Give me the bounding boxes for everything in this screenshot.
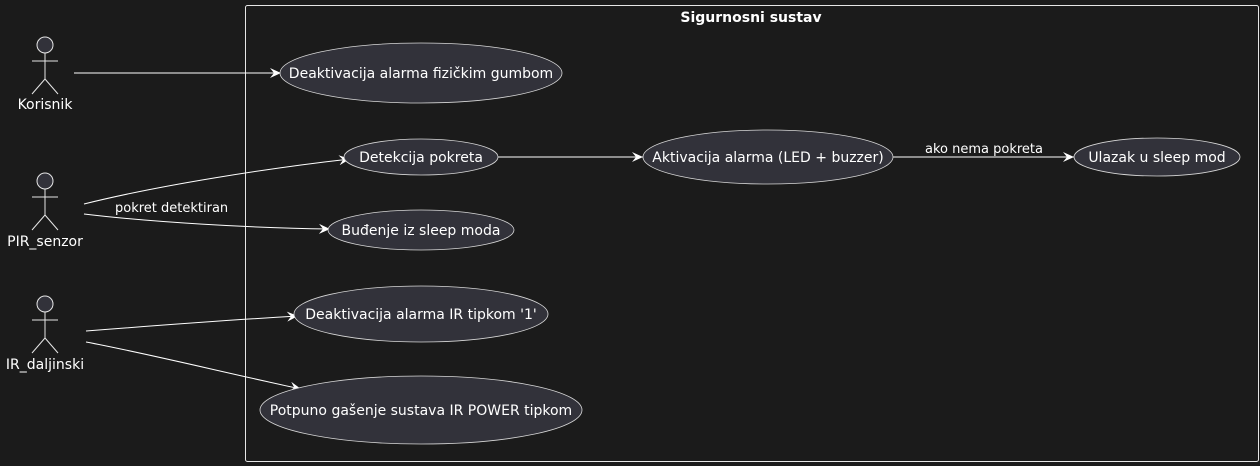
usecase-aktivacija-alarma: Aktivacija alarma (LED + buzzer) [642, 129, 894, 185]
actor-pir-senzor-label: PIR_senzor [7, 234, 83, 250]
system-boundary: Sigurnosni sustav [245, 5, 1259, 462]
usecase-gasenje-ellipse [259, 375, 583, 445]
actor-korisnik-head [36, 36, 54, 54]
actor-pir-senzor: PIR_senzor [7, 172, 83, 250]
usecase-budenje-ellipse [327, 209, 515, 251]
usecase-deaktivacija-ir-ellipse [293, 285, 549, 343]
system-boundary-frame [245, 5, 1259, 462]
usecase-ulazak-sleep: Ulazak u sleep mod [1073, 137, 1241, 177]
usecase-gasenje-label: Potpuno gašenje sustava IR POWER tipkom [270, 403, 572, 419]
actor-ir-daljinski-label: IR_daljinski [6, 357, 84, 373]
usecase-deaktivacija-gumb-ellipse [279, 42, 563, 104]
actor-korisnik-label: Korisnik [18, 97, 74, 113]
actor-pir-senzor-body [31, 189, 59, 231]
actor-ir-daljinski-body [31, 312, 59, 354]
relation-ir-gasenje [85, 341, 302, 392]
actor-korisnik: Korisnik [18, 36, 74, 113]
usecase-aktivacija-alarma-label: Aktivacija alarma (LED + buzzer) [652, 150, 883, 166]
usecase-deaktivacija-gumb: Deaktivacija alarma fizičkim gumbom [279, 42, 563, 104]
relation-pir-detekcija [83, 155, 351, 205]
relation-ir-deaktivacija [85, 311, 299, 332]
relations: pokret detektiran ako nema pokreta [74, 68, 1074, 392]
edge-label-ako-nema-pokreta: ako nema pokreta [925, 142, 1043, 157]
actor-ir-daljinski: IR_daljinski [6, 295, 84, 373]
usecase-ulazak-sleep-label: Ulazak u sleep mod [1088, 150, 1225, 166]
usecase-detekcija-pokreta-label: Detekcija pokreta [359, 150, 483, 166]
usecase-gasenje: Potpuno gašenje sustava IR POWER tipkom [259, 375, 583, 445]
usecase-deaktivacija-ir-label: Deaktivacija alarma IR tipkom '1' [305, 307, 537, 323]
usecase-aktivacija-alarma-ellipse [642, 129, 894, 185]
system-boundary-title: Sigurnosni sustav [680, 10, 821, 26]
usecase-budenje: Buđenje iz sleep moda [327, 209, 515, 251]
usecase-deaktivacija-ir: Deaktivacija alarma IR tipkom '1' [293, 285, 549, 343]
usecase-ulazak-sleep-ellipse [1073, 137, 1241, 177]
actor-pir-senzor-head [36, 172, 54, 190]
actor-ir-daljinski-head [36, 295, 54, 313]
usecase-budenje-label: Buđenje iz sleep moda [342, 223, 501, 239]
edge-label-pokret-detektiran: pokret detektiran [115, 201, 228, 216]
usecase-detekcija-pokreta-ellipse [343, 138, 499, 176]
usecase-deaktivacija-gumb-label: Deaktivacija alarma fizičkim gumbom [289, 66, 553, 82]
usecase-detekcija-pokreta: Detekcija pokreta [343, 138, 499, 176]
actor-korisnik-body [31, 53, 59, 95]
relation-pir-budenje [83, 213, 331, 234]
